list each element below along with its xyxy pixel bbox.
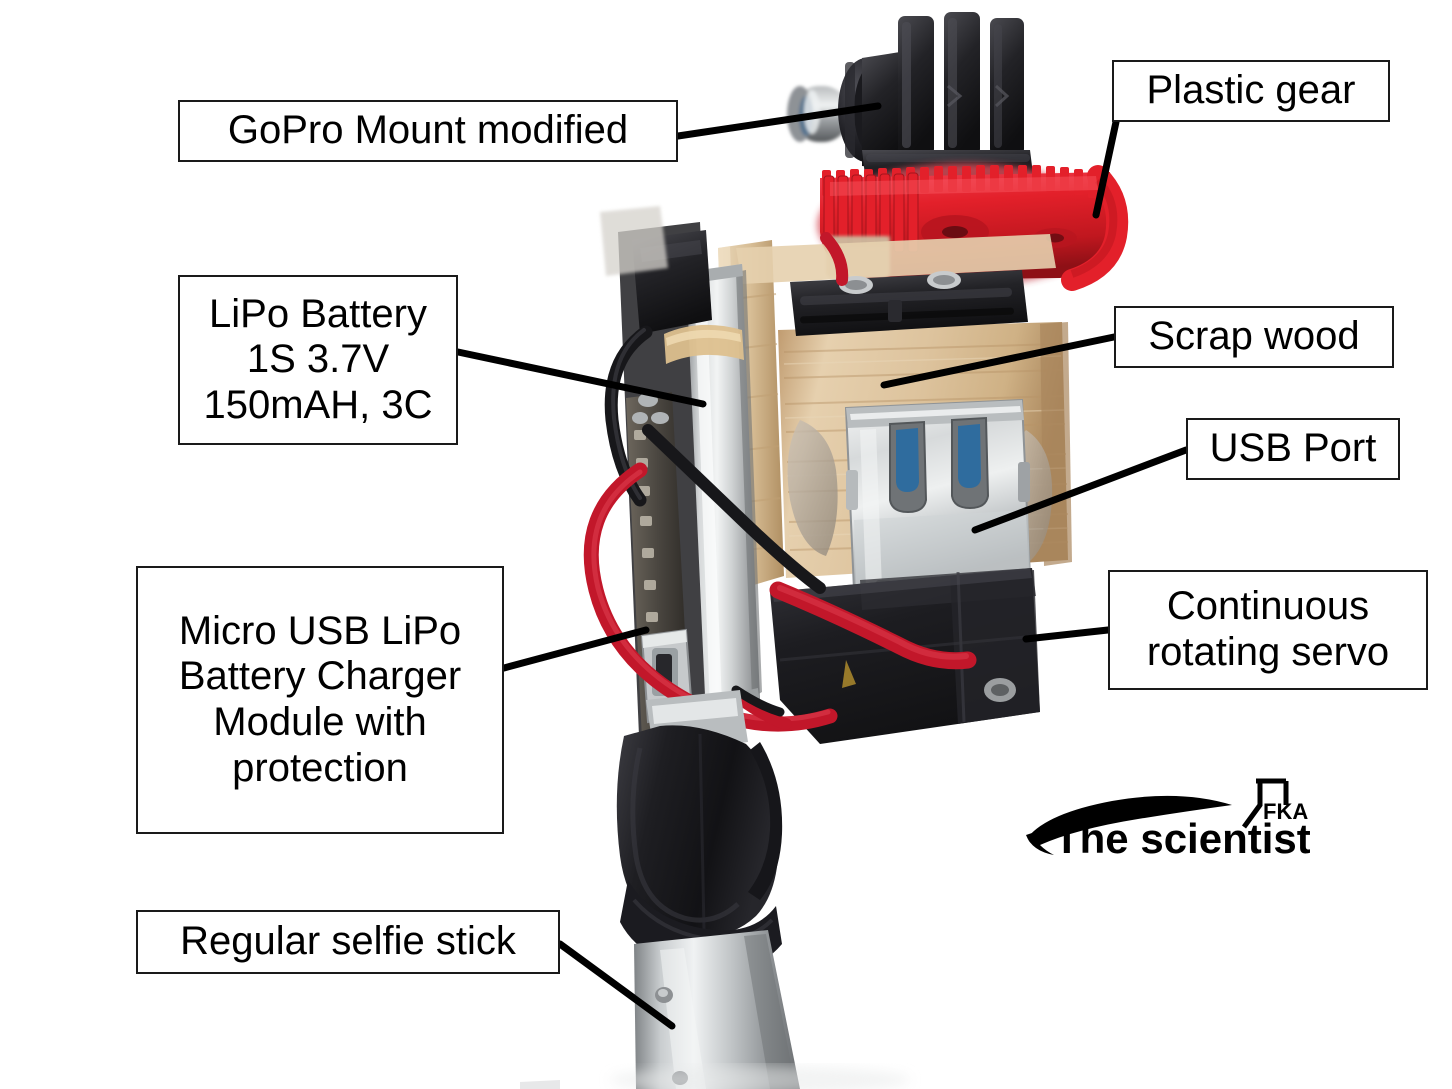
callout-line: Plastic gear (1146, 68, 1356, 113)
callout-line: 150mAH, 3C (203, 382, 433, 427)
servo-horn-clamp (790, 270, 1028, 336)
callout-scrap-wood[interactable]: Scrap wood (1114, 306, 1394, 368)
callout-line: Micro USB LiPo (178, 608, 462, 653)
callout-line: protection (232, 745, 408, 790)
callout-selfie-stick[interactable]: Regular selfie stick (136, 910, 560, 974)
callout-line: Continuous (1166, 584, 1370, 629)
callout-usb-port[interactable]: USB Port (1186, 418, 1400, 480)
callout-gopro-mount[interactable]: GoPro Mount modified (178, 100, 678, 162)
callout-line: Scrap wood (1148, 314, 1360, 359)
callout-line: Module with (213, 700, 427, 744)
logo-flask-text: FKA (1263, 799, 1308, 824)
callout-line: 1S 3.7V (246, 337, 390, 382)
callout-continuous-servo[interactable]: Continuous rotating servo (1108, 570, 1428, 690)
callout-line: LiPo Battery (209, 291, 427, 336)
callout-line: Battery Charger (178, 654, 462, 699)
callout-line: rotating servo (1146, 630, 1390, 674)
callout-line: Regular selfie stick (180, 919, 516, 964)
callout-plastic-gear[interactable]: Plastic gear (1112, 60, 1390, 122)
callout-line: GoPro Mount modified (227, 108, 629, 153)
callout-line: USB Port (1209, 426, 1377, 471)
callout-micro-usb-charger[interactable]: Micro USB LiPo Battery Charger Module wi… (136, 566, 504, 834)
callout-lipo-battery[interactable]: LiPo Battery 1S 3.7V 150mAH, 3C (178, 275, 458, 445)
logo-wordmark: The scientist (1054, 815, 1310, 862)
the-scientist-logo: FKA The scientist (1026, 778, 1310, 862)
